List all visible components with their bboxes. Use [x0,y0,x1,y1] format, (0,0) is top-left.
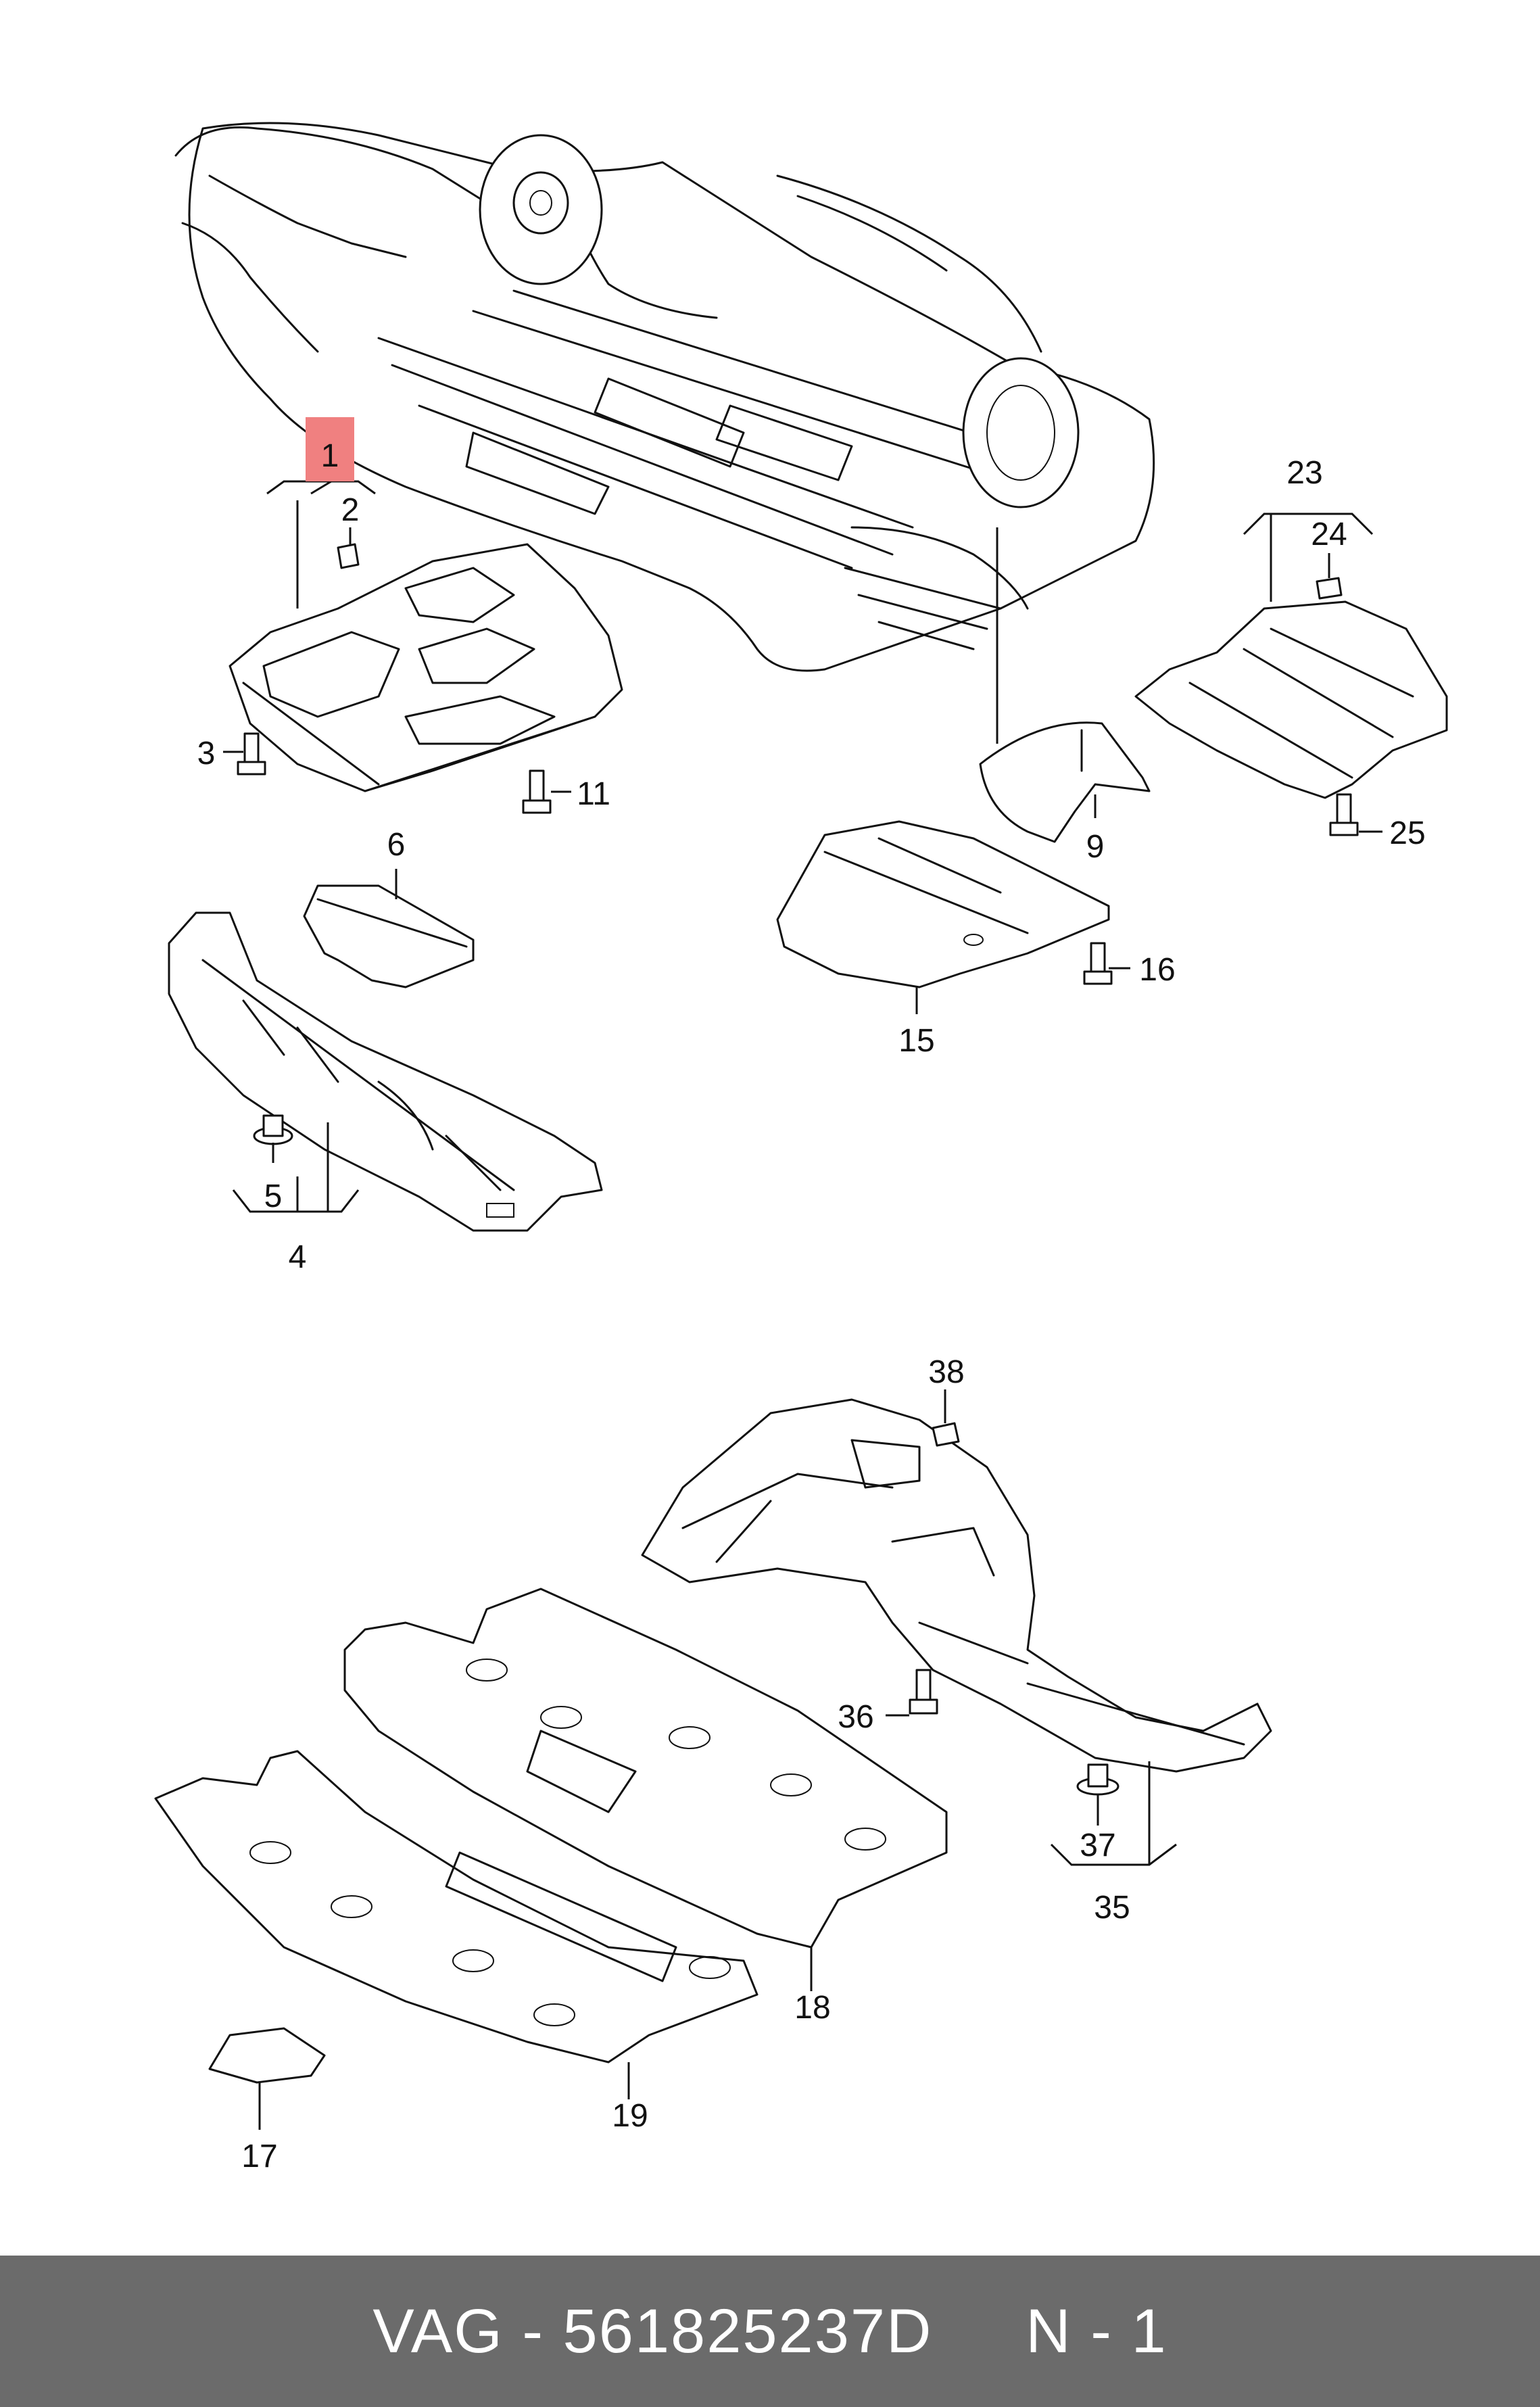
label-part-15: 15 [898,1023,934,1059]
part-1-engine-shield [228,543,623,792]
label-part-16: 16 [1139,952,1175,988]
label-part-37: 37 [1080,1828,1115,1863]
part-38-clip [932,1422,960,1447]
label-part-6: 6 [387,827,406,863]
label-part-4: 4 [289,1239,307,1275]
label-part-18: 18 [794,1990,830,2026]
part-25-screw [1329,793,1359,836]
part-24-clip [1316,577,1343,600]
leader-lines [223,480,1382,2130]
label-part-2: 2 [341,492,360,528]
label-part-23: 23 [1286,455,1322,491]
label-part-35: 35 [1094,1890,1130,1926]
part-labels: 1 2 3 11 6 5 4 9 15 16 23 24 25 38 36 37… [197,438,1426,2174]
part-9-heat-shield [979,721,1151,843]
label-part-25: 25 [1389,815,1425,851]
part-number-caption: VAG - 561825237D N - 1 [372,2296,1168,2366]
part-36-screw [909,1669,938,1715]
part-17-small-panel [208,2027,326,2084]
label-part-36: 36 [838,1699,873,1735]
part-6-heat-shield [303,884,475,988]
part-23-rear-shield [1134,600,1448,799]
part-15-rear-shield [776,820,1110,988]
label-part-38: 38 [928,1354,964,1390]
vehicle-underbody [174,122,1155,672]
part-35-tunnel-shield [641,1398,1272,1773]
label-part-1: 1 [321,438,339,474]
part-18-floor-panel [343,1588,948,1949]
parts-diagram: 1 2 3 11 6 5 4 9 15 16 23 24 25 38 36 37… [154,122,1448,2174]
part-11-screw [522,769,552,814]
label-part-9: 9 [1086,829,1105,865]
part-1-highlight [306,417,354,481]
part-3-screw [237,732,266,776]
part-2-clip [337,543,360,569]
part-37-grommet [1076,1763,1120,1796]
footer-bar: VAG - 561825237D N - 1 [0,2256,1540,2407]
label-part-17: 17 [241,2139,277,2174]
label-part-11: 11 [577,776,610,812]
part-16-screw [1083,942,1113,985]
label-part-5: 5 [264,1178,283,1214]
part-19-floor-panel [154,1750,759,2064]
label-part-19: 19 [612,2098,648,2134]
label-part-3: 3 [197,736,216,771]
label-part-24: 24 [1311,517,1347,552]
part-4-tunnel-panel [168,911,603,1232]
